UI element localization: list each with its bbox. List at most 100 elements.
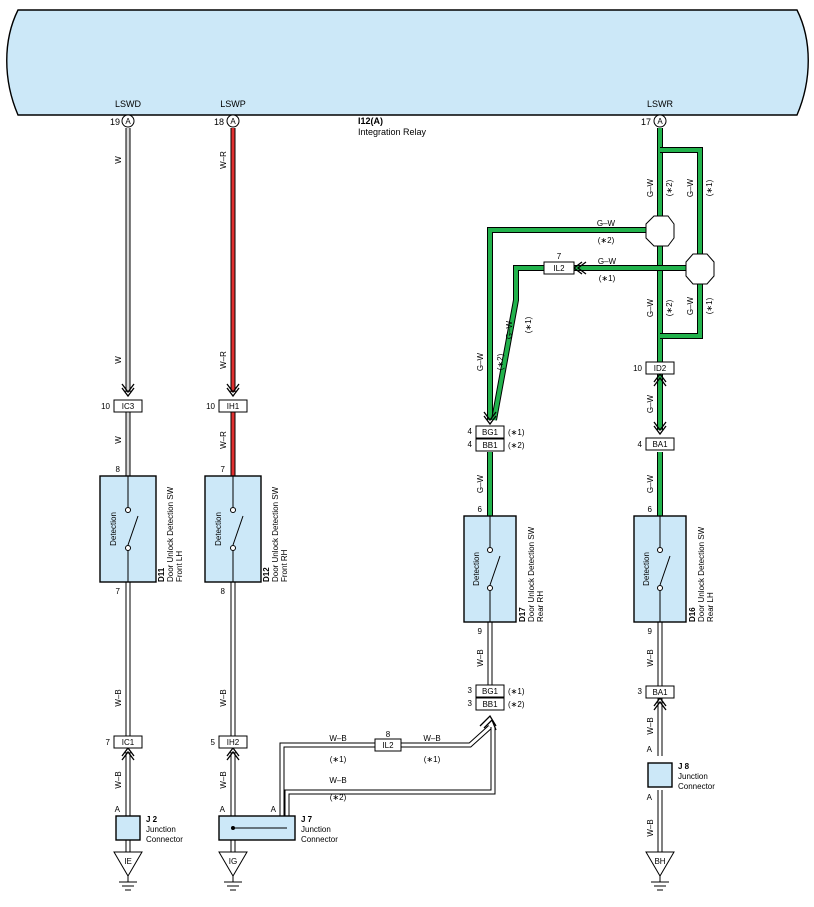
device-d12: 7 Detection 8 D12 Door Unlock Detection …: [204, 465, 289, 596]
signal-lswd: LSWD: [115, 99, 142, 109]
wire-color-gw: G–W: [597, 219, 616, 228]
svg-text:IL2: IL2: [553, 264, 565, 273]
svg-text:BA1: BA1: [652, 688, 668, 697]
terminal-pin-19: 19: [110, 117, 120, 127]
svg-text:Front LH: Front LH: [175, 551, 184, 582]
connector-ic3: 10 IC3: [101, 399, 143, 413]
svg-text:A: A: [657, 117, 663, 126]
wire-color-wb: W–B: [329, 734, 346, 743]
junction-j7: A A J 7 Junction Connector: [218, 805, 338, 844]
signal-lswp: LSWP: [220, 99, 246, 109]
wire-color-w: W: [114, 156, 123, 164]
connector-ih2: 5 IH2: [211, 735, 248, 749]
svg-text:D17: D17: [518, 607, 527, 622]
svg-text:Connector: Connector: [301, 835, 338, 844]
svg-text:BA1: BA1: [652, 440, 668, 449]
wire-color-gw: G–W: [686, 296, 695, 315]
device-d17: 6 Detection 9 D17 Door Unlock Detection …: [463, 505, 545, 636]
svg-text:IC1: IC1: [122, 738, 135, 747]
wire-color-gw: G–W: [646, 394, 655, 413]
svg-text:(∗1): (∗1): [508, 428, 525, 437]
wire-color-w: W: [114, 436, 123, 444]
svg-text:J 7: J 7: [301, 815, 313, 824]
svg-text:6: 6: [648, 505, 653, 514]
svg-text:8: 8: [116, 465, 121, 474]
wire-color-wb: W–B: [646, 819, 655, 836]
wire-color-wb: W–B: [329, 776, 346, 785]
wire-color-w: W: [114, 356, 123, 364]
device-d11: 8 Detection 7 D11 Door Unlock Detection …: [99, 465, 184, 596]
ecu-name: Integration Relay: [358, 127, 427, 137]
splice-point-upper: [645, 215, 675, 247]
integration-relay-block: [6, 9, 809, 116]
svg-text:Front RH: Front RH: [280, 549, 289, 582]
svg-text:9: 9: [478, 627, 483, 636]
svg-text:A: A: [125, 117, 131, 126]
wire-color-gw: G–W: [646, 298, 655, 317]
connector-arrows: [121, 261, 667, 761]
wire-gw-branch-1: [660, 148, 702, 268]
svg-text:Junction: Junction: [678, 772, 708, 781]
connector-bb1-lower: 3 BB1 (∗2): [468, 697, 525, 711]
svg-text:J 8: J 8: [678, 762, 690, 771]
wire-note-2: (∗2): [330, 793, 347, 802]
svg-text:(∗2): (∗2): [508, 441, 525, 450]
wire-color-wb: W–B: [219, 771, 228, 788]
svg-text:Door Unlock Detection SW: Door Unlock Detection SW: [166, 486, 175, 582]
wire-note-1: (∗1): [705, 297, 714, 314]
svg-text:10: 10: [633, 364, 642, 373]
wire-color-gw: G–W: [505, 320, 514, 339]
wire-color-wr: W–R: [219, 351, 228, 369]
wire-note-1: (∗1): [524, 316, 533, 333]
svg-text:BB1: BB1: [482, 441, 498, 450]
svg-text:7: 7: [557, 252, 562, 261]
connector-id2: 10 ID2: [633, 361, 675, 375]
wire-note-2: (∗2): [496, 353, 505, 370]
svg-text:IC3: IC3: [122, 402, 135, 411]
wire-gw-to-bb1: [488, 228, 646, 420]
svg-text:7: 7: [106, 738, 111, 747]
connector-il2-upper: 7 IL2: [543, 252, 575, 275]
connector-ih1: 10 IH1: [206, 399, 248, 413]
svg-text:6: 6: [478, 505, 483, 514]
svg-text:A: A: [647, 745, 653, 754]
svg-text:BG1: BG1: [482, 687, 499, 696]
connector-ba1-lower: 3 BA1: [638, 685, 675, 699]
svg-text:7: 7: [221, 465, 226, 474]
wire-note-1: (∗1): [330, 755, 347, 764]
junction-j8: A A J 8 Junction Connector: [647, 745, 716, 802]
wire-color-gw: G–W: [598, 257, 617, 266]
svg-text:Detection: Detection: [642, 552, 651, 586]
svg-text:3: 3: [638, 687, 643, 696]
connector-bg1-lower: 3 BG1 (∗1): [468, 684, 525, 698]
terminal-pin-17: 17: [641, 117, 651, 127]
wire-note-1: (∗1): [705, 179, 714, 196]
svg-text:3: 3: [468, 699, 473, 708]
wire-color-wb: W–B: [114, 689, 123, 706]
svg-text:(∗2): (∗2): [508, 700, 525, 709]
wire-j7-to-bb1: [285, 727, 495, 820]
connector-ic1: 7 IC1: [106, 735, 143, 749]
svg-text:4: 4: [468, 427, 473, 436]
svg-text:8: 8: [386, 730, 391, 739]
svg-text:BB1: BB1: [482, 700, 498, 709]
svg-text:A: A: [220, 805, 226, 814]
wire-il2-to-bg1: [401, 725, 492, 747]
svg-text:A: A: [115, 805, 121, 814]
svg-text:Door Unlock Detection SW: Door Unlock Detection SW: [697, 526, 706, 622]
svg-text:A: A: [230, 117, 236, 126]
wire-color-wb: W–B: [646, 649, 655, 666]
svg-text:4: 4: [468, 440, 473, 449]
svg-text:8: 8: [221, 587, 226, 596]
wire-color-gw: G–W: [646, 474, 655, 493]
svg-text:IL2: IL2: [382, 741, 394, 750]
svg-text:Door Unlock Detection SW: Door Unlock Detection SW: [271, 486, 280, 582]
wire-il2-to-bg1-gw: [492, 266, 544, 421]
svg-text:Detection: Detection: [109, 512, 118, 546]
svg-text:J 2: J 2: [146, 815, 158, 824]
svg-text:7: 7: [116, 587, 121, 596]
wire-color-gw: G–W: [476, 352, 485, 371]
ecu-terminal-17: A: [653, 114, 667, 128]
junction-j2: A J 2 Junction Connector: [115, 805, 184, 844]
